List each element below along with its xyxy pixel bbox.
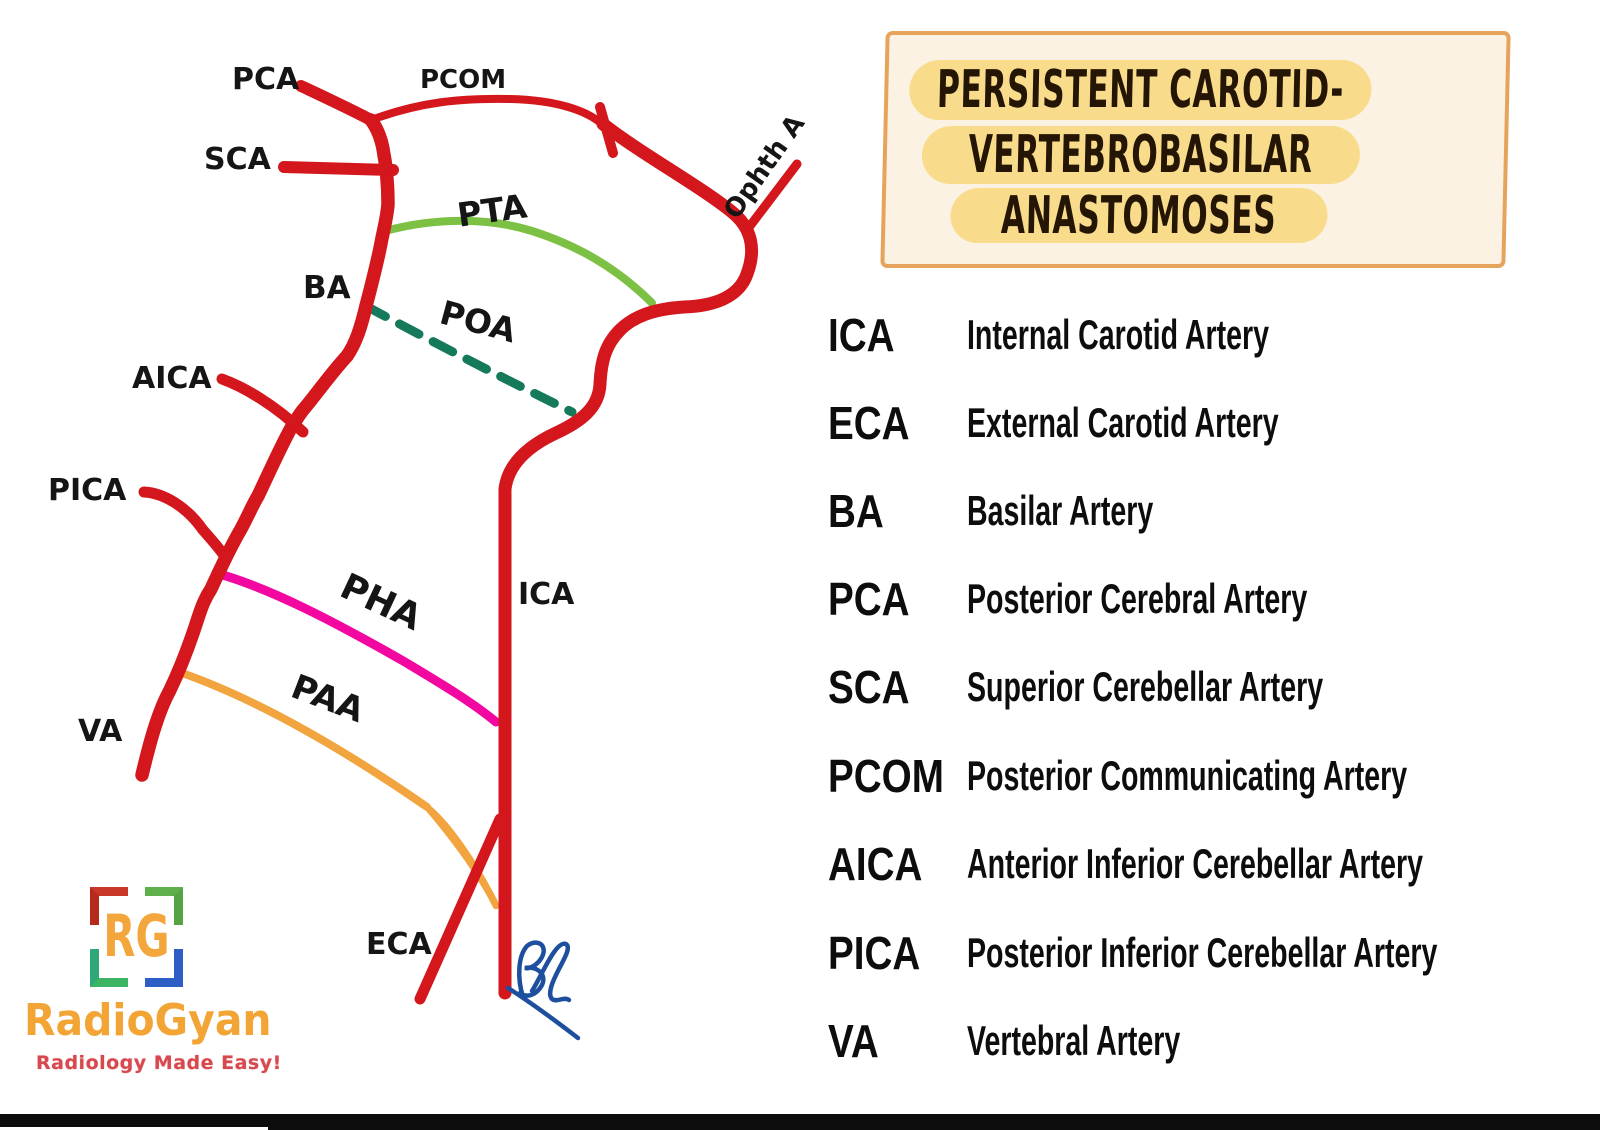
legend-row: PCA Posterior Cerebral Artery: [828, 573, 1307, 625]
label-aica: AICA: [132, 361, 212, 396]
legend-name: Posterior Communicating Artery: [967, 752, 1408, 799]
artist-signature: [505, 940, 581, 1041]
label-paa: PAA: [286, 667, 370, 731]
label-ica: ICA: [518, 577, 575, 612]
logo-name: RadioGyan: [24, 995, 272, 1046]
legend-abbr: ICA: [828, 309, 895, 361]
label-ba: BA: [303, 270, 351, 306]
legend-row: ECA External Carotid Artery: [828, 397, 1279, 449]
label-pca: PCA: [232, 62, 300, 97]
logo-tagline: Radiology Made Easy!: [36, 1052, 282, 1074]
legend-name: Superior Cerebellar Artery: [967, 663, 1324, 710]
legend-name: Posterior Cerebral Artery: [967, 575, 1308, 622]
label-sca: SCA: [204, 142, 272, 177]
signature-h: [529, 941, 572, 1003]
title-line-3: ANASTOMOSES: [1000, 185, 1278, 246]
label-pta: PTA: [455, 186, 530, 234]
legend-name: Basilar Artery: [967, 487, 1154, 534]
legend-name: Anterior Inferior Cerebellar Artery: [967, 840, 1424, 887]
paa-branch-to-eca: [423, 803, 500, 910]
label-pcom: PCOM: [420, 65, 506, 95]
legend-row: SCA Superior Cerebellar Artery: [828, 661, 1323, 713]
legend-row: BA Basilar Artery: [828, 485, 1153, 537]
paa-main: [175, 668, 431, 811]
aica-branch: [216, 373, 309, 438]
title-line-2: VERTEBROBASILAR: [968, 125, 1314, 185]
sca-branch: [278, 161, 399, 176]
title-highlight-2: VERTEBROBASILAR: [921, 125, 1361, 185]
legend-abbr: AICA: [828, 838, 923, 890]
legend-name: Posterior Inferior Cerebellar Artery: [967, 929, 1438, 976]
label-va: VA: [78, 714, 123, 749]
legend-row: VA Vertebral Artery: [828, 1015, 1180, 1067]
red-vessels: [135, 80, 802, 1005]
legend-abbr: ECA: [828, 397, 910, 449]
legend-name: Internal Carotid Artery: [967, 311, 1270, 358]
legend-name: External Carotid Artery: [967, 399, 1279, 446]
legend-abbr: PCOM: [828, 750, 944, 802]
signature-underline: [505, 985, 581, 1041]
ophthalmic-branch: [745, 159, 802, 231]
title-line-1: PERSISTENT CAROTID-: [936, 60, 1345, 120]
logo-bracket-green-icon: [145, 887, 183, 925]
legend-abbr: PICA: [828, 927, 921, 979]
logo-bracket-teal-icon: [90, 949, 128, 987]
vessel-diagram: PCA PCOM SCA PTA BA POA AICA PICA ICA PH…: [48, 62, 811, 1041]
title-box: PERSISTENT CAROTID- VERTEBROBASILAR ANAS…: [880, 31, 1511, 268]
legend-abbr: PCA: [828, 573, 910, 625]
pha-vessel: [211, 568, 501, 727]
label-pica: PICA: [48, 473, 127, 508]
legend-name: Vertebral Artery: [967, 1017, 1181, 1064]
poa-vessel: [361, 301, 577, 417]
bottom-edge-notch: [0, 1127, 268, 1130]
logo-bracket-blue-icon: [145, 949, 183, 987]
ica-vessel: [498, 117, 759, 1000]
paa-vessel: [175, 668, 500, 910]
label-eca: ECA: [366, 927, 433, 962]
pca-branch: [295, 80, 377, 126]
legend-abbr: BA: [828, 485, 884, 537]
legend-row: PCOM Posterior Communicating Artery: [828, 750, 1407, 802]
pcom-vessel: [367, 94, 607, 129]
legend-abbr: SCA: [828, 661, 910, 713]
logo-bracket-red-icon: [90, 887, 128, 925]
bottom-edge-bar: [0, 1114, 1600, 1130]
title-highlight-3: ANASTOMOSES: [949, 185, 1329, 246]
pta-vessel: [381, 216, 656, 307]
legend-row: ICA Internal Carotid Artery: [828, 309, 1269, 361]
title-highlight-1: PERSISTENT CAROTID-: [908, 60, 1373, 120]
legend-row: PICA Posterior Inferior Cerebellar Arter…: [828, 927, 1437, 979]
eca-vessel: [414, 813, 506, 1005]
vertebrobasilar-trunk: [135, 113, 395, 782]
legend-row: AICA Anterior Inferior Cerebellar Artery: [828, 838, 1423, 890]
label-poa: POA: [436, 293, 521, 351]
pica-branch: [138, 486, 232, 564]
legend-abbr: VA: [828, 1015, 879, 1067]
logo-monogram: RG: [103, 902, 170, 970]
signature-b: [517, 940, 546, 1000]
